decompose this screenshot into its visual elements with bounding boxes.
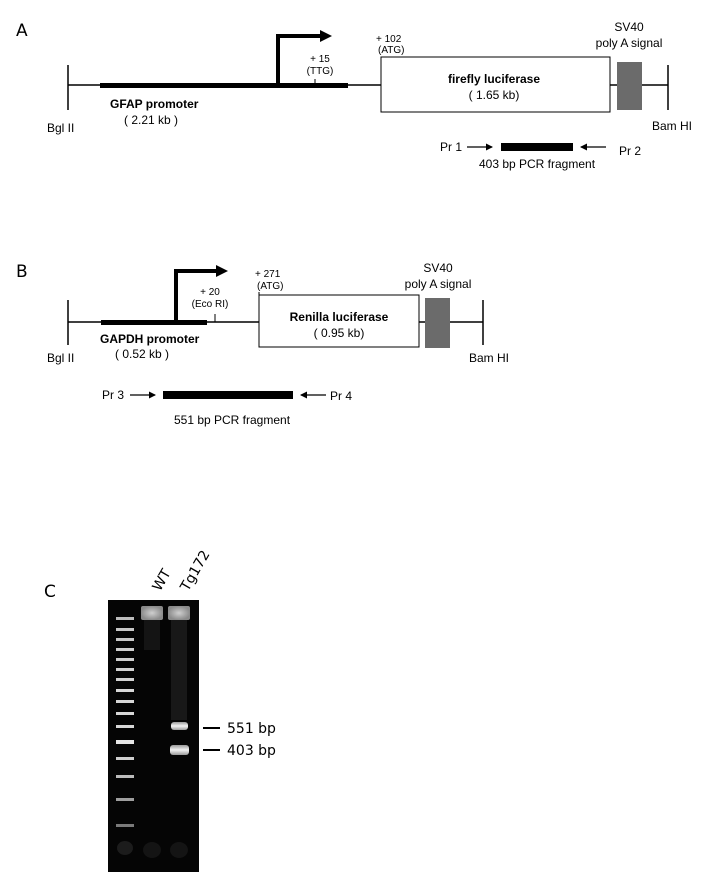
gapdh-promoter-label: GAPDH promoter	[100, 332, 200, 346]
panel-c: C WT Tg172	[44, 548, 276, 872]
band-403bp-label: 403 bp	[227, 743, 276, 759]
transcription-start-arrow-a	[276, 34, 322, 85]
polya-signal-label-b: poly A signal	[405, 277, 472, 291]
band-551bp	[171, 722, 188, 730]
bamhi-site-a-label: Bam HI	[652, 119, 692, 133]
panel-c-letter: C	[44, 582, 56, 602]
firefly-luciferase-label: firefly luciferase	[448, 72, 540, 86]
renilla-luciferase-box	[258, 294, 420, 348]
pos-20-sub-label: (Eco RI)	[192, 299, 229, 310]
pos-20-label: + 20	[200, 287, 220, 298]
panel-a: A + 15 (TTG) + 102 (ATG) firefly lucifer…	[16, 20, 692, 171]
firefly-luciferase-box	[380, 56, 611, 113]
lane-label-wt: WT	[150, 566, 175, 594]
pos-102-label: + 102	[376, 34, 402, 45]
sv40-polya-box-b	[425, 298, 450, 348]
sv40-polya-box-a	[617, 62, 642, 110]
wt-lane	[141, 606, 163, 858]
transcription-start-arrowhead-a	[320, 30, 332, 42]
pos-15-sub-label: (TTG)	[307, 66, 334, 77]
band-403bp	[170, 745, 189, 755]
pcr-fragment-a-bar	[501, 143, 573, 151]
bgl2-site-b-label: Bgl II	[47, 351, 74, 365]
sv40-label-b: SV40	[423, 261, 453, 275]
ladder-lane	[116, 617, 134, 855]
gapdh-promoter-size: ( 0.52 kb )	[115, 347, 169, 361]
sv40-label-a: SV40	[614, 20, 644, 34]
panel-b: B + 20 (Eco RI) + 271 (ATG) Renilla luci…	[16, 261, 509, 427]
transcription-start-arrowhead-b	[216, 265, 228, 277]
panel-a-letter: A	[16, 21, 28, 41]
primer-pr2-label: Pr 2	[619, 144, 641, 158]
pcr-fragment-b-bar	[163, 391, 293, 399]
pos-15-label: + 15	[310, 54, 330, 65]
pcr-fragment-a-label: 403 bp PCR fragment	[479, 157, 596, 171]
gapdh-promoter-bar	[101, 320, 207, 325]
primer-pr3-label: Pr 3	[102, 388, 124, 402]
polya-signal-label-a: poly A signal	[596, 36, 663, 50]
bamhi-site-b-label: Bam HI	[469, 351, 509, 365]
pos-102-sub-label: (ATG)	[378, 45, 404, 56]
gfap-promoter-size: ( 2.21 kb )	[124, 113, 178, 127]
gfap-promoter-label: GFAP promoter	[110, 97, 199, 111]
pos-271-sub-label: (ATG)	[257, 281, 283, 292]
pos-271-label: + 271	[255, 269, 281, 280]
primer-pr1-label: Pr 1	[440, 140, 462, 154]
renilla-luciferase-label: Renilla luciferase	[290, 310, 389, 324]
lane-label-tg172: Tg172	[177, 548, 213, 595]
band-551bp-label: 551 bp	[227, 721, 276, 737]
renilla-luciferase-size: ( 0.95 kb)	[314, 326, 365, 340]
tg172-lane	[168, 606, 190, 858]
firefly-luciferase-size: ( 1.65 kb)	[469, 88, 520, 102]
bgl2-site-a-label: Bgl II	[47, 121, 74, 135]
transcription-start-arrow-b	[174, 269, 218, 322]
panel-b-letter: B	[16, 262, 28, 282]
primer-pr4-label: Pr 4	[330, 389, 352, 403]
gfap-promoter-bar	[100, 83, 348, 88]
pcr-fragment-b-label: 551 bp PCR fragment	[174, 413, 291, 427]
